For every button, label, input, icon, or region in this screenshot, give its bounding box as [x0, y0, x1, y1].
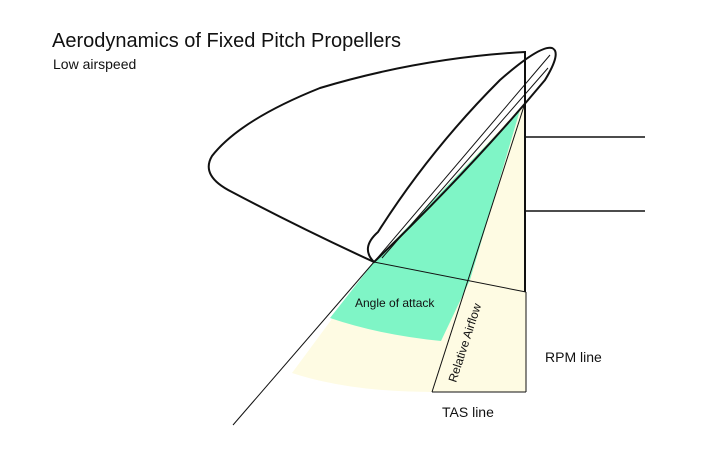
blade-chord-line-upper — [373, 54, 551, 263]
blade-chord-line-lower — [381, 67, 549, 259]
chord-extension-line — [232, 261, 375, 426]
angle-of-attack-label: Angle of attack — [355, 296, 435, 310]
rpm-line-label: RPM line — [545, 349, 602, 365]
plane-of-rotation-line — [373, 261, 527, 293]
diagram-title: Aerodynamics of Fixed Pitch Propellers — [52, 30, 402, 52]
propeller-blade — [367, 46, 557, 264]
diagram-subtitle: Low airspeed — [53, 56, 137, 72]
spinner-outline — [207, 50, 526, 292]
relative-airflow-line — [431, 102, 526, 393]
angle-of-attack-region — [330, 110, 520, 341]
tas-line-label: TAS line — [442, 404, 494, 420]
